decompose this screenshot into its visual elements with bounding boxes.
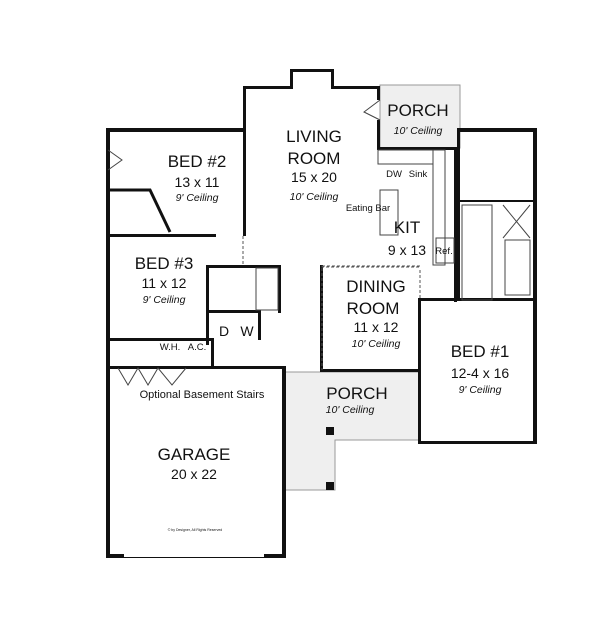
rear-porch-name: PORCH — [387, 101, 448, 120]
dryer-label: D — [219, 323, 229, 339]
washer-label: W — [240, 323, 254, 339]
dishwasher-label: DW — [386, 169, 402, 180]
living-room-name: LIVING — [286, 127, 342, 146]
living-room-ceiling: 10' Ceiling — [290, 191, 339, 203]
bed2-ceiling: 9' Ceiling — [176, 192, 219, 204]
dining-room-name-2: ROOM — [347, 299, 400, 318]
bed3-name: BED #3 — [135, 254, 194, 273]
kitchen-size: 9 x 13 — [388, 242, 426, 258]
dining-room-size: 11 x 12 — [354, 319, 399, 335]
living-room-name-2: ROOM — [288, 149, 341, 168]
eating-bar-label: Eating Bar — [346, 203, 390, 214]
front-porch-ceiling: 10' Ceiling — [326, 404, 375, 416]
rear-porch-ceiling: 10' Ceiling — [394, 125, 443, 137]
living-room-size: 15 x 20 — [291, 169, 337, 185]
ac-label: A.C. — [188, 342, 206, 353]
walls — [106, 69, 537, 558]
dining-room-ceiling: 10' Ceiling — [352, 338, 401, 350]
basement-stairs-label: Optional Basement Stairs — [140, 389, 265, 401]
bed2-name: BED #2 — [168, 152, 227, 171]
porch-column — [326, 427, 334, 435]
kitchen-name: KIT — [394, 218, 420, 237]
room-labels: PORCH 10' Ceiling LIVING ROOM 15 x 20 10… — [135, 101, 510, 532]
porch-column — [326, 482, 334, 490]
dining-room-name: DINING — [346, 277, 406, 296]
bed3-ceiling: 9' Ceiling — [143, 294, 186, 306]
front-porch-name: PORCH — [326, 384, 387, 403]
garage-size: 20 x 22 — [171, 466, 217, 482]
bed1-ceiling: 9' Ceiling — [459, 384, 502, 396]
copyright-notice: © by Designer, All Rights Reserved — [168, 528, 223, 532]
sink-label: Sink — [409, 169, 428, 180]
garage-name: GARAGE — [158, 445, 231, 464]
refrigerator-label: Ref. — [435, 246, 452, 257]
bed1-name: BED #1 — [451, 342, 510, 361]
rear-porch-area — [379, 84, 461, 149]
water-heater-label: W.H. — [160, 342, 181, 353]
bed1-size: 12-4 x 16 — [451, 365, 510, 381]
bed3-size: 11 x 12 — [142, 275, 187, 291]
bed2-size: 13 x 11 — [175, 174, 220, 190]
